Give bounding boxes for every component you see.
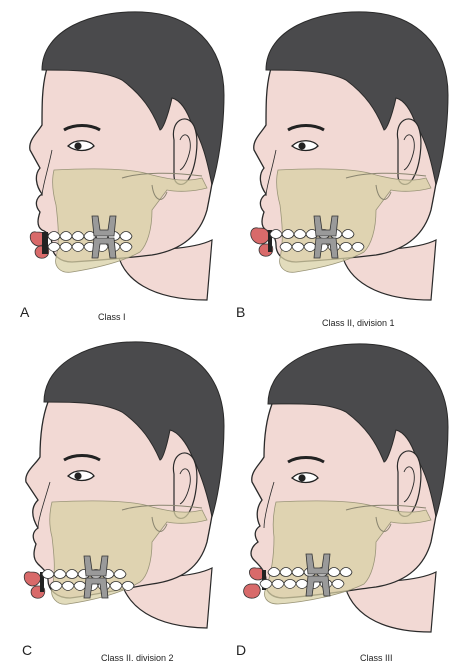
panel-c-class-2-div-2: C Class II. division 2 [2, 332, 229, 664]
panel-d-class-3: D Class III [226, 332, 453, 664]
panel-letter-a: A [20, 304, 29, 320]
head-illustration-b [226, 0, 453, 332]
panel-caption-d: Class III [360, 653, 393, 663]
panel-letter-b: B [236, 304, 245, 320]
head-illustration-a [2, 0, 229, 332]
panel-caption-b: Class II, division 1 [322, 318, 395, 328]
panel-caption-c: Class II. division 2 [101, 653, 174, 663]
panel-a-class-1: A Class I [2, 0, 229, 332]
head-illustration-d [226, 332, 453, 664]
panel-caption-a: Class I [98, 312, 126, 322]
panel-letter-d: D [236, 642, 246, 658]
panel-letter-c: C [22, 642, 32, 658]
panel-b-class-2-div-1: B Class II, division 1 [226, 0, 453, 332]
head-illustration-c [2, 332, 229, 664]
